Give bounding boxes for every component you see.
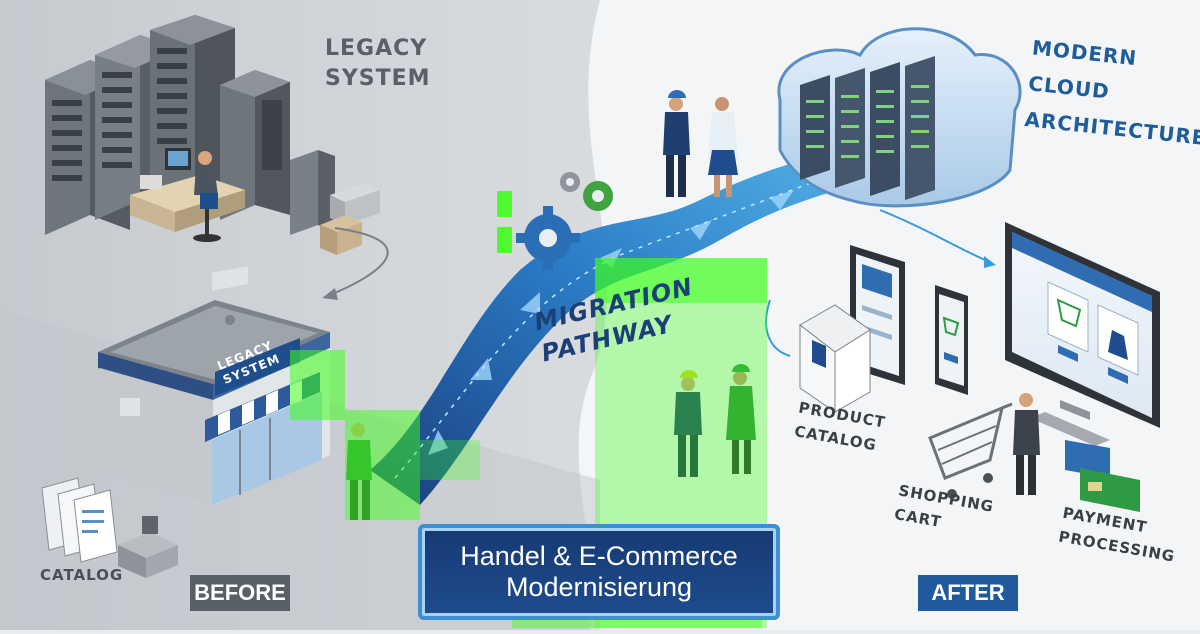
highlight-region-store xyxy=(290,350,345,420)
after-badge: AFTER xyxy=(918,575,1018,611)
businessman-figure xyxy=(1013,393,1040,495)
smartphone-device xyxy=(935,285,968,395)
highlight-marker-1 xyxy=(497,191,512,217)
gear-blue-icon xyxy=(516,206,580,270)
product-catalog-book xyxy=(799,304,871,413)
cloud-to-screen-arrowhead xyxy=(984,256,996,268)
to-catalog-arrow xyxy=(765,299,791,357)
engineer-woman-figure xyxy=(708,97,738,197)
cloud-data-center xyxy=(777,27,1022,208)
shopping-cart-icon xyxy=(928,402,1013,499)
legacy-desk-worker xyxy=(130,148,245,242)
cloud-to-screen-arrow xyxy=(879,209,991,263)
gear-grey-icon xyxy=(560,172,580,192)
highlight-region-path xyxy=(420,440,480,480)
legacy-store xyxy=(98,266,330,505)
title-banner: Handel & E-Commerce Modernisierung xyxy=(418,524,780,620)
desktop-monitor-storefront xyxy=(1005,222,1160,446)
legacy-cash-register xyxy=(118,516,178,578)
legacy-system-label: LEGACY SYSTEM xyxy=(325,36,431,91)
payment-cards-icon xyxy=(1065,440,1140,512)
before-badge: BEFORE xyxy=(190,575,290,611)
legacy-flow-arrowhead xyxy=(322,288,338,300)
pathway-data-stream xyxy=(394,157,881,479)
banner-title-line2: Modernisierung xyxy=(505,572,693,602)
gear-green-icon xyxy=(583,181,613,211)
banner-title-line1: Handel & E-Commerce xyxy=(460,541,738,571)
highlight-region-top xyxy=(595,258,767,303)
modern-cloud-label: MODERN CLOUD ARCHITECTURE xyxy=(1023,35,1200,150)
pathway-arrows xyxy=(428,162,860,455)
highlight-marker-2 xyxy=(497,227,512,253)
legacy-flow-arrow xyxy=(329,227,389,296)
catalog-label: CATALOG xyxy=(40,566,124,584)
worker-green-figure xyxy=(726,364,756,474)
highlight-region-person xyxy=(345,410,420,520)
legacy-catalog-papers xyxy=(41,477,118,563)
engineer-man-figure xyxy=(663,90,690,197)
worker-tablet-figure xyxy=(674,370,702,477)
